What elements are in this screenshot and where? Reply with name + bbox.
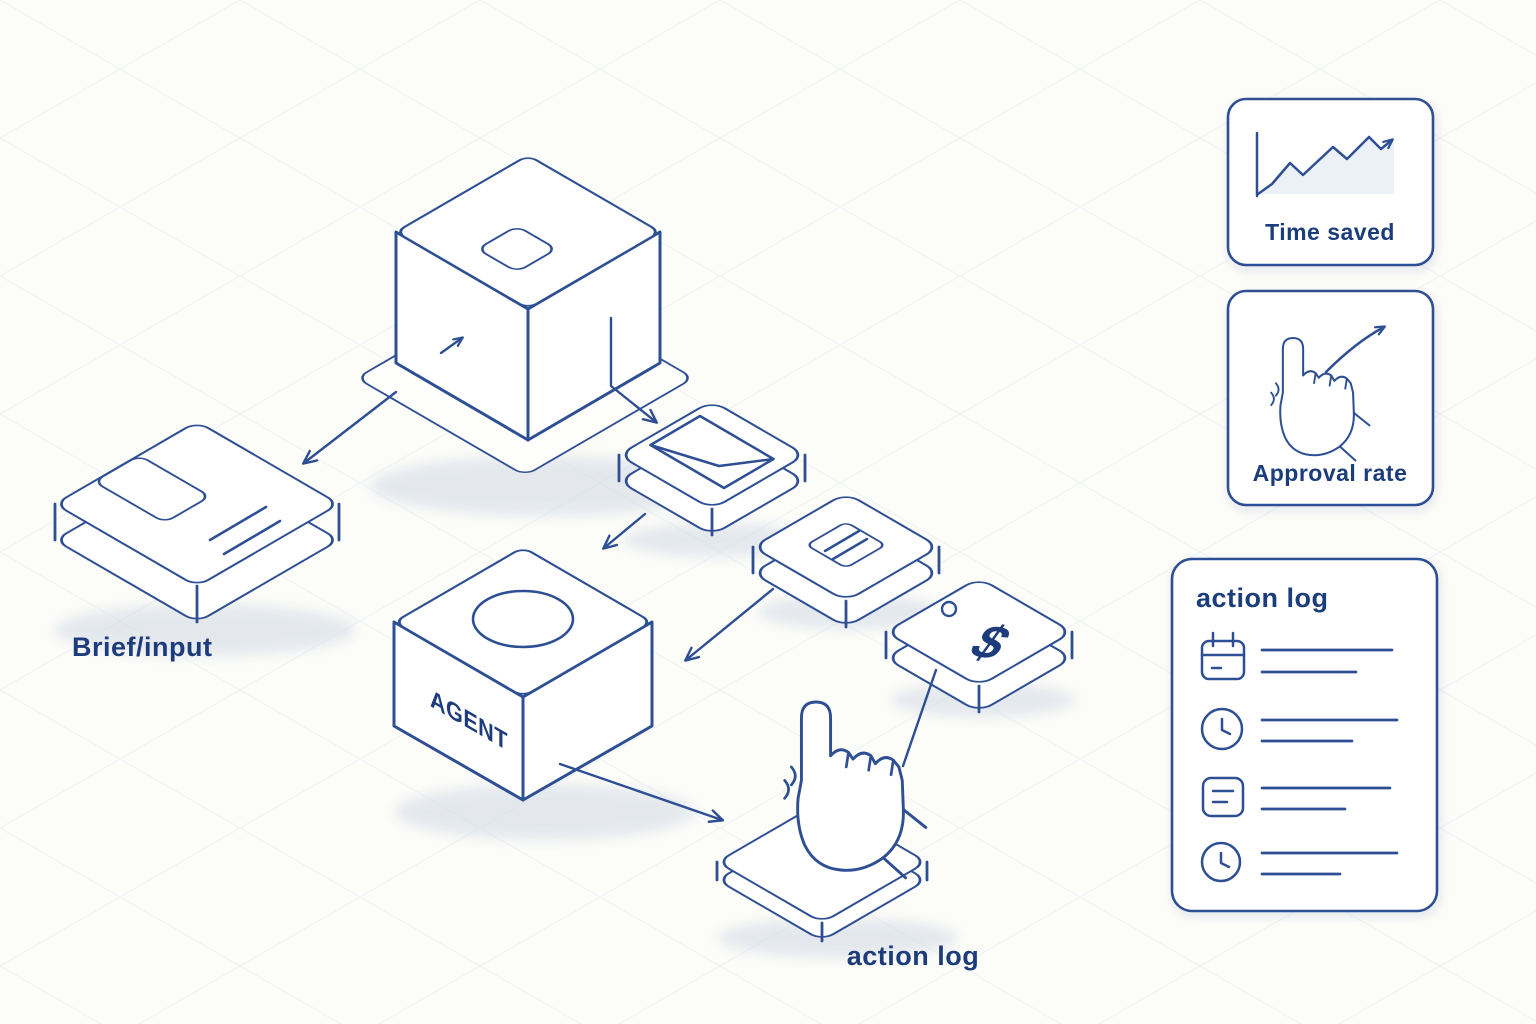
approval-rate-card: Approval rate [1226,289,1435,507]
action-log-title: action log [1196,583,1329,613]
connectors [304,316,938,820]
cube-lid-icon [481,228,553,270]
brief-input-tablet [53,424,341,624]
list-icon [808,523,884,567]
log-row-4 [1200,841,1399,883]
log-row-lines [1260,718,1399,743]
arrow-list-to-agent [686,587,775,660]
tablet-text-lines [208,505,282,556]
line-chart-icon [1255,131,1394,198]
clock-icon [1200,707,1244,751]
time-saved-card: Time saved [1226,97,1435,267]
arrow-agent-to-actionlog [558,762,722,820]
arrow-cube-to-brief [304,390,398,463]
time-saved-label: Time saved [1265,219,1395,245]
line-dollar-to-hand [901,668,938,768]
agent-cube: AGENT [392,549,654,802]
list-tile [751,496,941,629]
agent-port-icon [471,589,575,649]
action-log-card: action log [1170,557,1439,913]
clock-icon [1200,841,1242,883]
log-row-lines [1260,648,1394,674]
hand-approval-icon [1270,327,1384,462]
log-row-1 [1200,631,1394,681]
action-log-label: action log [847,941,980,971]
envelope-icon [649,414,775,490]
note-icon [1201,776,1245,818]
cube-arrow-icon [439,338,462,355]
log-row-lines [1260,851,1399,876]
log-row-2 [1200,707,1399,751]
calendar-icon [1200,631,1246,681]
tablet-screen-icon [97,457,207,521]
email-tile [617,404,807,537]
top-cube [394,157,662,442]
brief-input-label: Brief/input [72,632,213,662]
dollar-tile: $ [884,581,1074,714]
log-row-3 [1201,776,1392,818]
arrow-email-to-agent [604,512,647,548]
log-row-lines [1260,786,1392,811]
approval-rate-label: Approval rate [1253,460,1408,486]
arrow-cube-to-email [609,316,656,422]
